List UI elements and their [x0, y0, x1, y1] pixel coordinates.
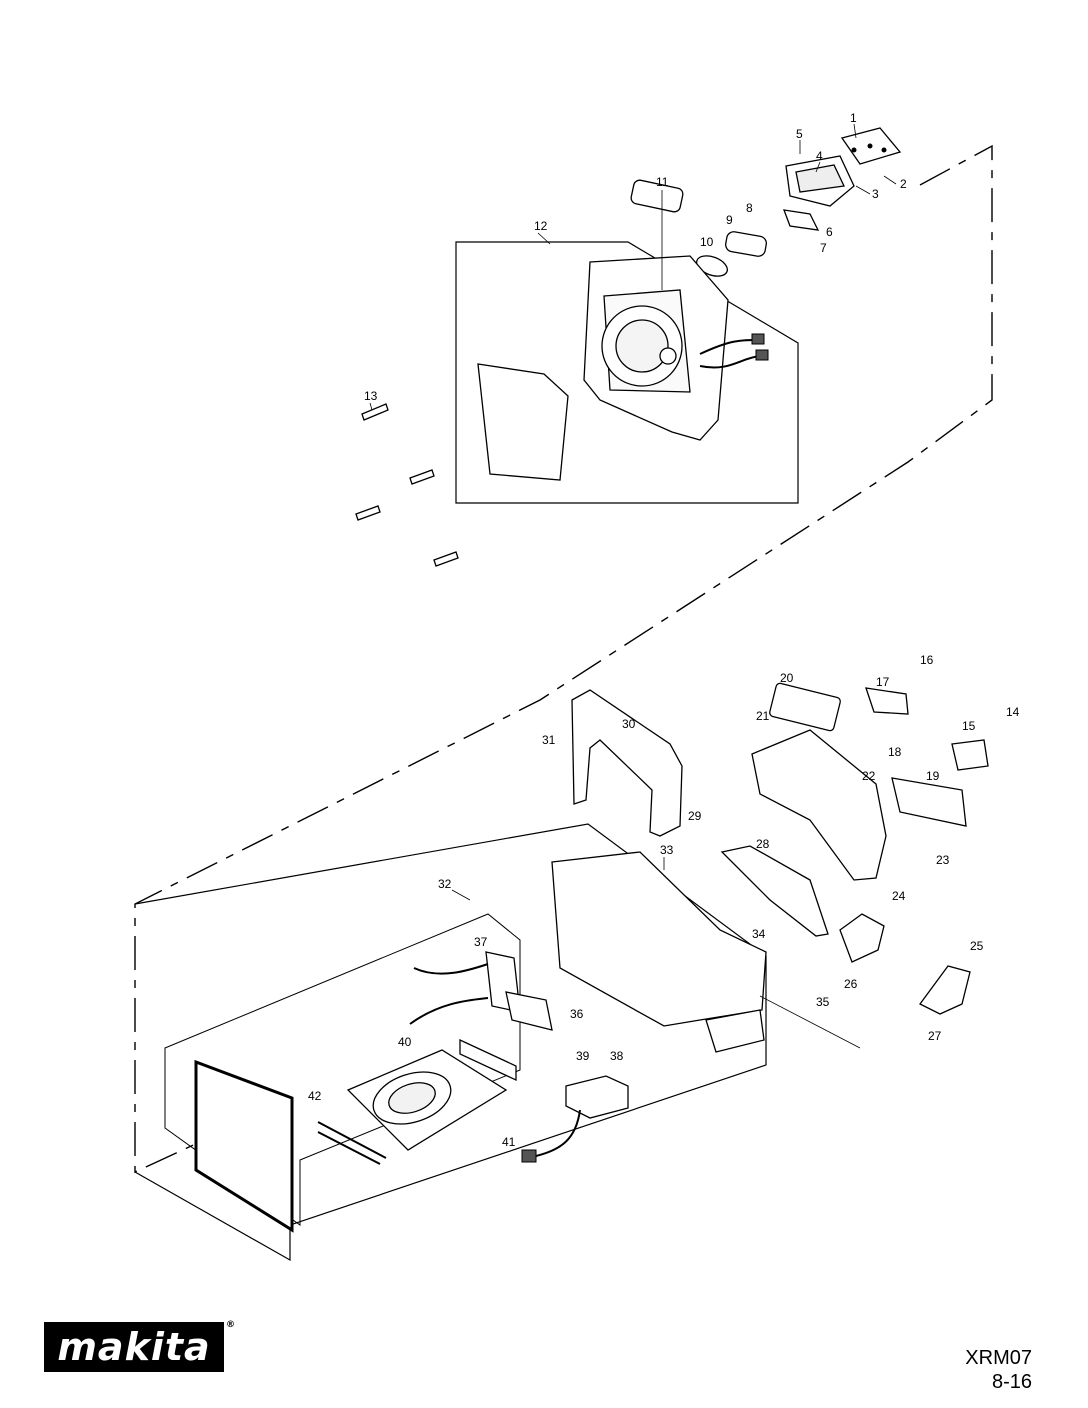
callout-label: 25: [970, 939, 984, 953]
callout-label: 26: [844, 977, 858, 991]
callout-leaders: [369, 123, 897, 901]
terminal-holder: [785, 155, 855, 207]
callout-label: 35: [816, 995, 830, 1009]
callout-label: 28: [756, 837, 770, 851]
callout-labels: 1 2 3 4 5 6 7 8 9 10 11 12 13 14 15 16 1…: [308, 111, 1020, 1149]
control-panel-unit: [751, 682, 989, 881]
assembly-dashed-outline: [134, 144, 993, 1174]
callout-label: 22: [862, 769, 876, 783]
small-plate: [783, 209, 820, 231]
callout-label: 40: [398, 1035, 412, 1049]
radio-housing: [477, 255, 769, 481]
callout-label: 14: [1006, 705, 1020, 719]
callout-label: 15: [962, 719, 976, 733]
callout-label: 4: [816, 149, 823, 163]
logo-text: makita: [57, 1325, 211, 1369]
callout-label: 32: [438, 877, 452, 891]
registered-mark: ®: [226, 1320, 236, 1330]
callout-label: 2: [900, 177, 907, 191]
model-info: XRM07 8-16: [965, 1346, 1032, 1394]
callout-label: 31: [542, 733, 556, 747]
callout-label: 33: [660, 843, 674, 857]
top-terminal-board: [840, 127, 902, 165]
battery-cover: [839, 913, 971, 1015]
callout-label: 7: [820, 241, 827, 255]
callout-label: 11: [656, 175, 669, 189]
callout-label: 23: [936, 853, 950, 867]
callout-label: 1: [850, 111, 857, 125]
callout-label: 19: [926, 769, 940, 783]
callout-label: 16: [920, 653, 934, 667]
rear-gasket: [194, 1059, 294, 1233]
callout-label: 38: [610, 1049, 624, 1063]
callout-label: 39: [576, 1049, 590, 1063]
makita-logo: makita ®: [44, 1320, 235, 1372]
callout-label: 6: [826, 225, 833, 239]
jack-unit: [521, 1075, 629, 1163]
callout-label: 29: [688, 809, 702, 823]
callout-label: 12: [534, 219, 548, 233]
revision-date: 8-16: [991, 1371, 1032, 1393]
callout-label: 17: [876, 675, 890, 689]
callout-label: 8: [746, 201, 753, 215]
callout-label: 27: [928, 1029, 942, 1043]
callout-label: 3: [872, 187, 879, 201]
housing-group-frame: [455, 241, 799, 504]
callout-label: 18: [888, 745, 902, 759]
cable-ties: [317, 1121, 387, 1165]
lower-housing: [551, 851, 861, 1053]
callout-label: 9: [726, 213, 733, 227]
callout-label: 42: [308, 1089, 322, 1103]
callout-label: 20: [780, 671, 794, 685]
switch-cap: [630, 179, 684, 213]
circuit-boards: [409, 951, 553, 1031]
callout-label: 13: [364, 389, 378, 403]
model-number: XRM07: [965, 1347, 1032, 1369]
switch-button: [696, 231, 767, 277]
carry-handle: [571, 689, 683, 837]
callout-label: 21: [756, 709, 770, 723]
callout-label: 34: [752, 927, 766, 941]
callout-label: 37: [474, 935, 488, 949]
callout-label: 24: [892, 889, 906, 903]
callout-label: 5: [796, 127, 803, 141]
foam-seal: [720, 845, 829, 937]
callout-label: 10: [700, 235, 714, 249]
housing-screws: [355, 403, 459, 567]
callout-label: 30: [622, 717, 636, 731]
callout-label: 36: [570, 1007, 584, 1021]
speaker-assembly: [346, 1038, 517, 1151]
callout-label: 41: [502, 1135, 516, 1149]
